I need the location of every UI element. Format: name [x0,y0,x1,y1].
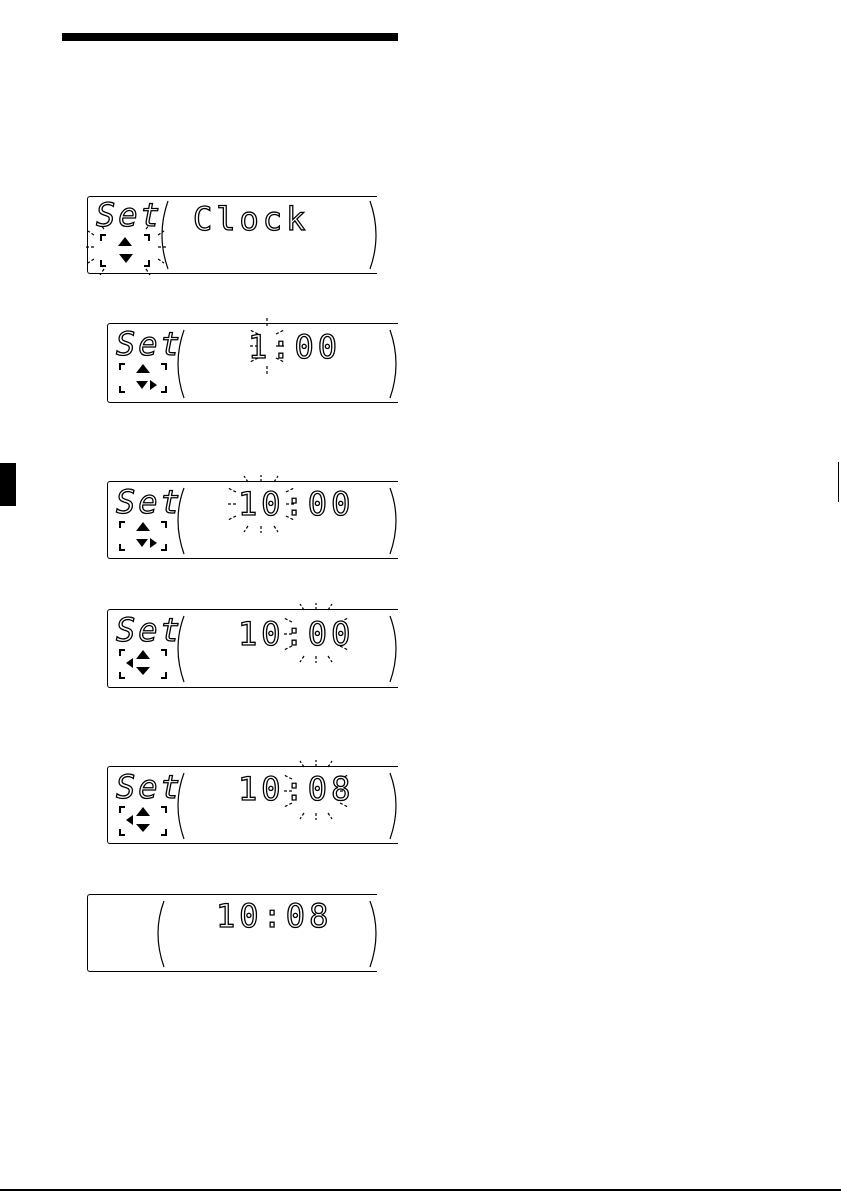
set-label: Set [116,328,183,360]
display-text: 1:00 [248,331,341,363]
down-arrow-icon [119,254,133,263]
display-text: 10:08 [216,900,332,932]
up-arrow-icon [136,522,150,531]
lcd-display-hour-1: Set 1:00 [107,323,398,403]
set-label: Set [116,486,183,518]
down-arrow-icon [136,539,148,547]
display-text: Clock [193,203,309,235]
up-arrow-icon [136,807,150,816]
left-arrow-icon [126,815,133,825]
down-arrow-icon [136,381,148,389]
left-arrow-icon [126,658,133,668]
lcd-display-hour-10: Set 10:00 [107,481,398,559]
up-arrow-icon [136,364,150,373]
page-margin-mark [838,462,839,502]
lcd-display-set-clock: Set Clock [87,196,377,274]
set-label: Set [116,771,183,803]
down-arrow-icon [136,667,150,675]
set-label: Set [116,614,183,646]
up-arrow-icon [118,237,132,246]
set-label: Set [96,199,163,231]
lcd-display-minute-08: Set 10:08 [107,766,398,844]
up-arrow-icon [136,650,150,659]
lcd-display-final-time: 10:08 [87,894,377,972]
lcd-display-minute-00: Set 10:00 [107,609,398,688]
page-side-tab [0,463,16,506]
display-text: 10:00 [238,618,354,650]
down-arrow-icon [136,824,150,832]
display-text: 10:08 [238,773,354,805]
right-arrow-icon [150,538,157,548]
display-text: 10:00 [238,488,354,520]
right-arrow-icon [150,380,157,390]
section-header-rule [62,33,398,41]
